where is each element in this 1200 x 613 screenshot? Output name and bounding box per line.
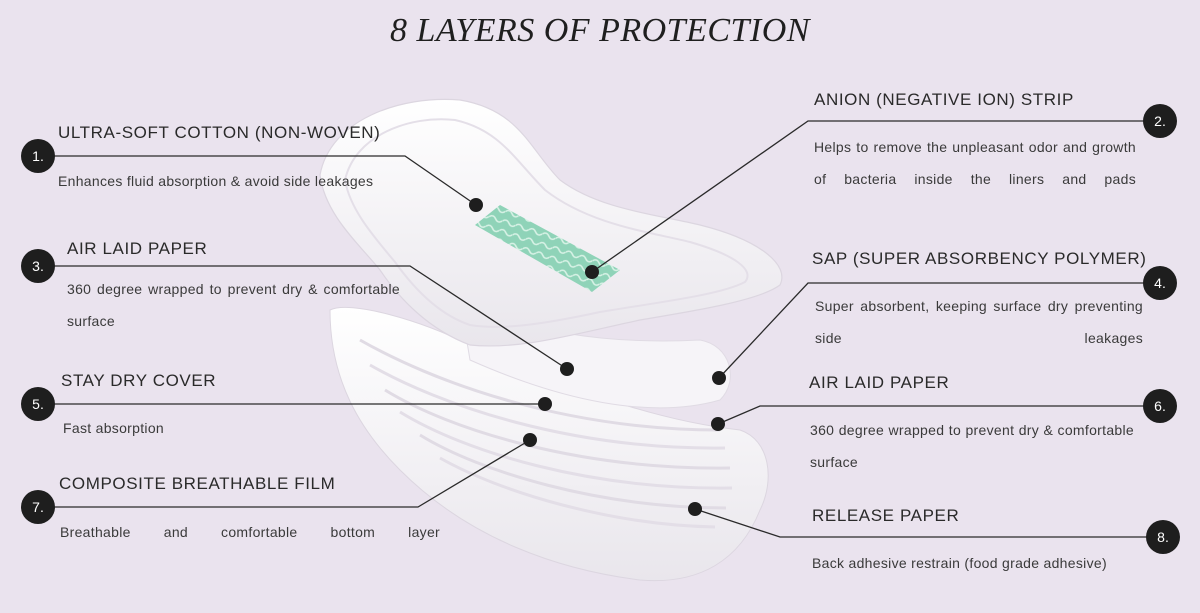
leader-line-3 [38, 265, 568, 370]
layer-6-number-badge: 6. [1143, 389, 1177, 423]
page-title: 8 LAYERS OF PROTECTION [390, 12, 810, 49]
layer-3-description: 360 degree wrapped to prevent dry & comf… [67, 281, 400, 329]
layer-4-number-badge: 4. [1143, 266, 1177, 300]
leader-dots [469, 198, 726, 516]
layer-2-number-badge: 2. [1143, 104, 1177, 138]
layer-1-number-badge: 1. [21, 139, 55, 173]
leader-dot-2 [585, 265, 599, 279]
anion-strip [475, 205, 620, 292]
leader-dot-8 [688, 502, 702, 516]
leader-line-7 [38, 439, 531, 508]
layer-5-heading: STAY DRY COVER [61, 371, 217, 390]
leader-dot-1 [469, 198, 483, 212]
layer-6-description: 360 degree wrapped to prevent dry & comf… [810, 422, 1134, 470]
layer-3-number-badge: 3. [21, 249, 55, 283]
layer-8-heading: RELEASE PAPER [812, 506, 960, 525]
layer-7-heading: COMPOSITE BREATHABLE FILM [59, 474, 336, 493]
leader-line-6 [717, 405, 1160, 425]
leader-dot-6 [711, 417, 725, 431]
layer-1-description: Enhances fluid absorption & avoid side l… [58, 173, 374, 189]
leader-dot-7 [523, 433, 537, 447]
leader-line-1 [38, 155, 477, 206]
leader-line-4 [718, 282, 1160, 379]
layer-4-description: Super absorbent, keeping surface dry pre… [815, 298, 1143, 346]
layer-7-number-badge: 7. [21, 490, 55, 524]
layer-6-heading: AIR LAID PAPER [809, 373, 950, 392]
layer-4-heading: SAP (SUPER ABSORBENCY POLYMER) [812, 249, 1147, 268]
layer-7-description: Breathable and comfortable bottom layer [60, 524, 440, 540]
leader-dot-5 [538, 397, 552, 411]
layer-8-description: Back adhesive restrain (food grade adhes… [812, 555, 1107, 571]
leader-line-8 [694, 508, 1163, 538]
layer-3-heading: AIR LAID PAPER [67, 239, 208, 258]
leader-dot-3 [560, 362, 574, 376]
leader-lines [38, 120, 1163, 538]
top-pad-layer [319, 98, 783, 347]
leader-line-2 [591, 120, 1160, 273]
layer-5-description: Fast absorption [63, 420, 164, 436]
layer-5-number-badge: 5. [21, 387, 55, 421]
layer-8-number-badge: 8. [1146, 520, 1180, 554]
layer-2-description: Helps to remove the unpleasant odor and … [814, 139, 1136, 187]
layer-1-heading: ULTRA-SOFT COTTON (NON-WOVEN) [58, 123, 381, 142]
leader-dot-4 [712, 371, 726, 385]
layer-2-heading: ANION (NEGATIVE ION) STRIP [814, 90, 1074, 109]
